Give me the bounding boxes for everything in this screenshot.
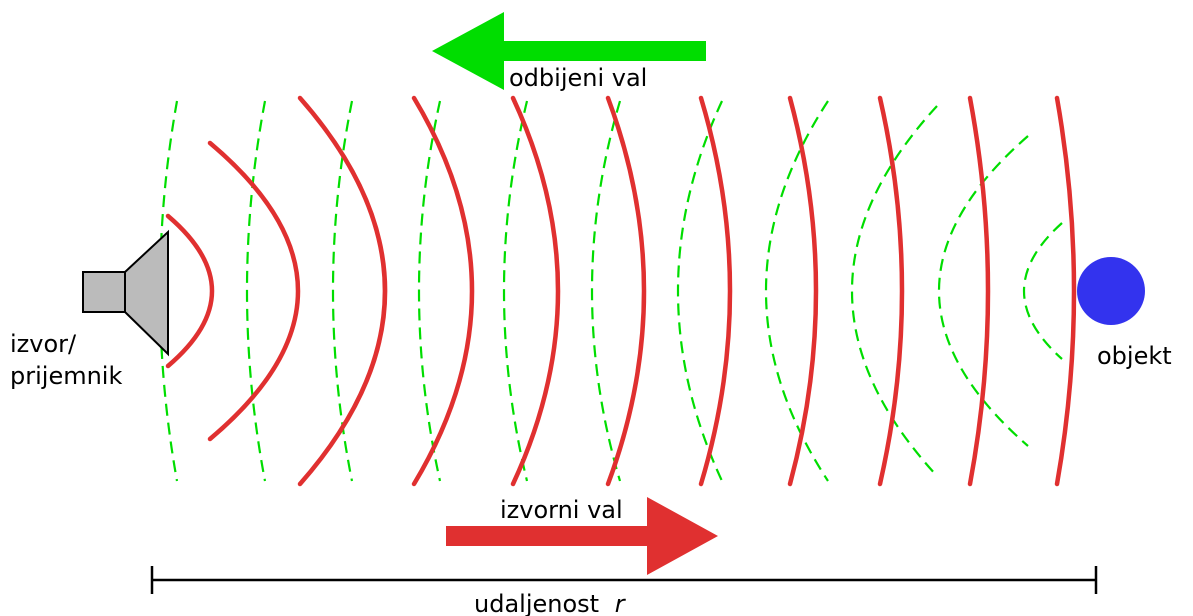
original-wave-arrow — [446, 497, 718, 575]
reflected-wavefront — [417, 100, 442, 482]
reflected-wavefront — [245, 100, 267, 482]
speaker-body — [82, 271, 126, 313]
original-wavefront — [787, 95, 819, 487]
original-wave-label: izvorni val — [500, 496, 623, 524]
original-wavefront — [297, 95, 388, 487]
reflected-wavefront — [765, 100, 829, 482]
original-wavefront — [967, 95, 991, 487]
reflected-wavefront — [502, 100, 529, 482]
speaker-cone — [124, 229, 169, 357]
reflected-wavefronts — [158, 100, 1063, 482]
distance-scale-bar — [150, 566, 1098, 594]
reflected-wavefront — [938, 135, 1029, 447]
original-wavefront — [207, 140, 301, 442]
distance-label: udaljenost r — [474, 590, 627, 616]
source-receiver-label-line1: izvor/ — [10, 330, 77, 358]
reflected-wave-arrow — [432, 12, 706, 90]
original-wavefronts — [165, 95, 1077, 487]
distance-symbol: r — [615, 590, 627, 616]
speaker-icon — [82, 229, 169, 357]
original-wavefront — [698, 95, 733, 487]
reflected-wave-label: odbijeni val — [509, 64, 647, 92]
reflected-wavefront — [590, 100, 622, 482]
original-wavefront — [1054, 95, 1077, 487]
reflected-wavefront — [676, 100, 723, 482]
reflected-wavefront — [1022, 222, 1063, 360]
original-wavefront — [877, 95, 905, 487]
original-wavefront — [510, 95, 561, 487]
original-wavefront — [605, 95, 647, 487]
source-receiver-label-line2: prijemnik — [10, 362, 122, 390]
reflected-wavefront — [850, 105, 938, 477]
original-wavefront — [411, 95, 475, 487]
original-wavefront — [165, 213, 215, 369]
object-label: objekt — [1097, 342, 1172, 370]
distance-label-text: udaljenost — [474, 590, 599, 616]
circle-object-icon — [1077, 257, 1145, 325]
